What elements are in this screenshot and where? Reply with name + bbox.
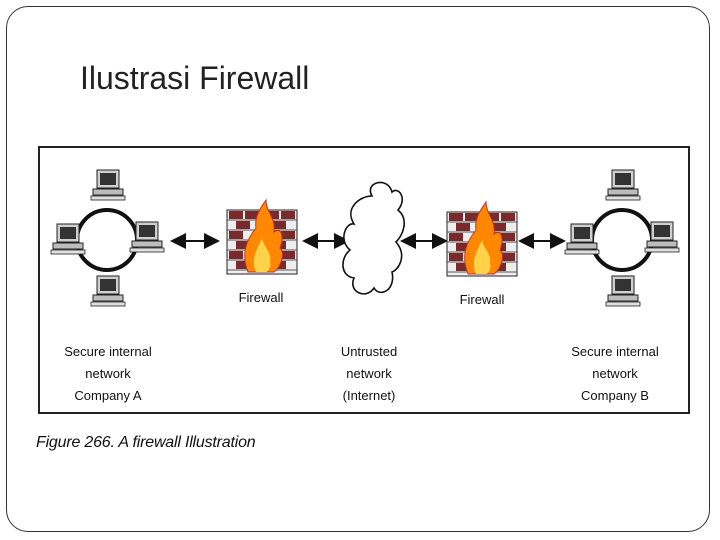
network-ring-b: [564, 169, 680, 307]
svg-text:network: network: [346, 366, 392, 381]
svg-text:(Internet): (Internet): [343, 388, 396, 403]
workstation-icon: [605, 275, 641, 307]
network-a-label: Secure internal network Company A: [64, 344, 152, 403]
workstation-icon: [90, 169, 126, 201]
svg-text:Untrusted: Untrusted: [341, 344, 397, 359]
internet-label: Untrusted network (Internet): [341, 344, 397, 403]
svg-text:Secure internal: Secure internal: [571, 344, 659, 359]
workstation-icon: [605, 169, 641, 201]
svg-text:Company A: Company A: [74, 388, 142, 403]
svg-text:network: network: [592, 366, 638, 381]
network-ring-a: [50, 169, 165, 307]
brick-wall-icon: [226, 199, 298, 275]
network-b-label: Secure internal network Company B: [571, 344, 659, 403]
firewall-right-label: Firewall: [460, 292, 505, 307]
svg-text:Company B: Company B: [581, 388, 649, 403]
workstation-icon: [90, 275, 126, 307]
firewall-left-label: Firewall: [239, 290, 284, 305]
cloud-icon: [342, 181, 406, 295]
brick-wall-icon: [446, 201, 518, 277]
slide-title: Ilustrasi Firewall: [80, 60, 310, 96]
svg-text:network: network: [85, 366, 131, 381]
svg-text:Secure internal: Secure internal: [64, 344, 152, 359]
figure-caption: Figure 266. A firewall Illustration: [36, 434, 256, 451]
